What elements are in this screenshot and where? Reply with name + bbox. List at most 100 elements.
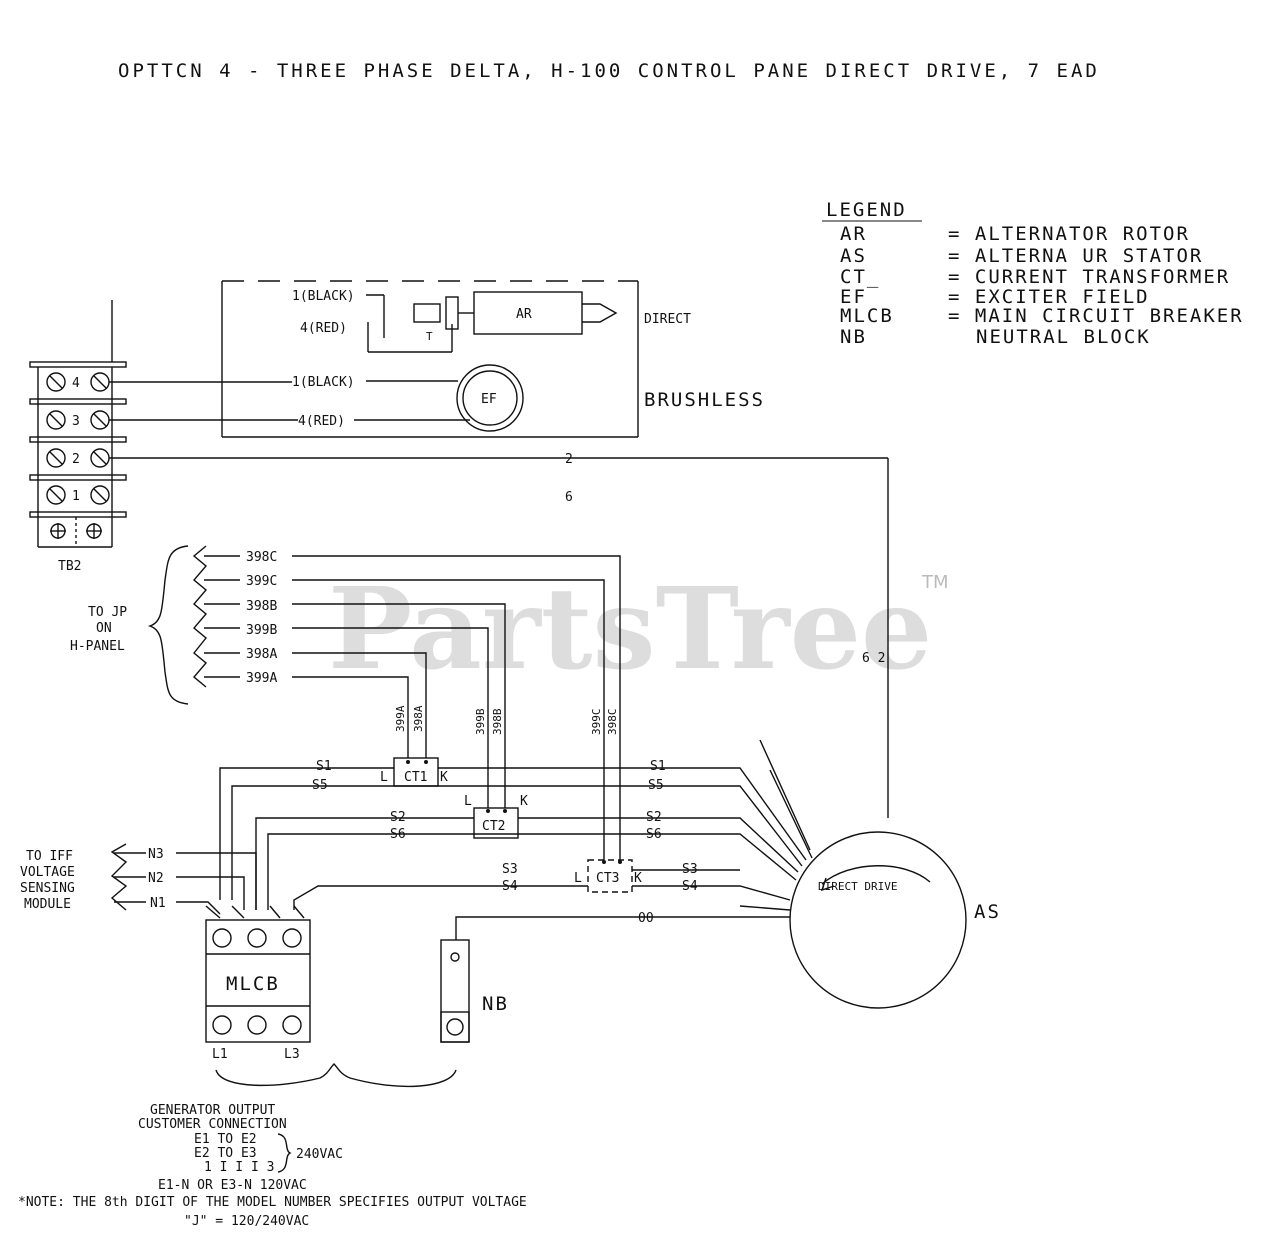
- ct-wire-label: 399C: [590, 709, 603, 736]
- ct-name: CT1: [404, 770, 427, 785]
- wire-label: 6: [565, 490, 573, 505]
- legend-desc: = ALTERNATOR ROTOR: [948, 223, 1190, 245]
- main-circuit-breaker: MLCB L1 L3: [205, 905, 311, 1062]
- legend-desc: = EXCITER FIELD: [948, 286, 1150, 308]
- legend-code: CT_: [840, 266, 880, 288]
- mlcb-label: MLCB: [226, 973, 280, 995]
- t-label: T: [426, 330, 433, 343]
- legend-code: AS: [840, 245, 867, 267]
- note-line: CUSTOMER CONNECTION: [138, 1117, 287, 1132]
- sensing-wire-label: N1: [150, 896, 166, 911]
- legend: LEGEND AR = ALTERNATOR ROTOR AS = ALTERN…: [822, 199, 1244, 348]
- legend-heading: LEGEND: [826, 199, 907, 221]
- mlcb-terminal-label: L3: [284, 1047, 300, 1062]
- legend-code: EF: [840, 286, 867, 308]
- current-transformer-ct3: CT3 L K: [574, 859, 642, 893]
- model-number-note: *NOTE: THE 8th DIGIT OF THE MODEL NUMBER…: [18, 1195, 527, 1210]
- hpanel-label: ON: [96, 621, 112, 636]
- mlcb-terminal-label: L1: [212, 1047, 228, 1062]
- stator-wire-label: S1: [650, 759, 666, 774]
- sensing-label: SENSING: [20, 881, 75, 896]
- legend-code: NB: [840, 326, 867, 348]
- terminal-number: 2: [72, 452, 80, 467]
- hpanel-wire-label: 399C: [246, 574, 277, 589]
- hpanel-wire-label: 399B: [246, 623, 277, 638]
- ef-label: EF: [481, 392, 497, 407]
- ct-name: CT2: [482, 819, 505, 834]
- sensing-label: MODULE: [24, 897, 71, 912]
- alternator-rotor: [473, 291, 583, 335]
- tb2-label: TB2: [58, 559, 81, 574]
- stator-label: AS: [974, 901, 1001, 923]
- ct-k-label: K: [440, 770, 448, 785]
- direct-label: DIRECT: [644, 312, 691, 327]
- current-transformer-ct2: CT2 L K: [464, 794, 528, 839]
- voltage-240-label: 240VAC: [296, 1147, 343, 1162]
- ct-wire-label: 398A: [412, 705, 425, 732]
- note-line: E1 TO E2: [194, 1132, 257, 1147]
- ct-l-label: L: [574, 871, 582, 886]
- nb-label: NB: [482, 993, 509, 1015]
- note-line: E1-N OR E3-N 120VAC: [158, 1178, 307, 1193]
- exciter-assembly: 1(BLACK) 4(RED) T AR DIRECT EF 1(BLACK) …: [221, 280, 765, 438]
- terminal-board-tb2: 4 3 2 1 TB2: [29, 300, 127, 574]
- wire-label: 1(BLACK): [292, 375, 355, 390]
- rotor-label: AR: [516, 307, 532, 322]
- hpanel-label: TO JP: [88, 605, 127, 620]
- watermark-trademark: TM: [921, 572, 949, 593]
- legend-desc: = MAIN CIRCUIT BREAKER: [948, 305, 1244, 327]
- ct-name: CT3: [596, 871, 619, 886]
- stator-wire-label: S3: [502, 862, 518, 877]
- current-transformer-ct1: CT1 L K: [380, 757, 448, 787]
- output-notes: GENERATOR OUTPUT CUSTOMER CONNECTION E1 …: [18, 1103, 527, 1229]
- watermark: PartsTree: [328, 564, 932, 695]
- sensing-wire-label: N3: [148, 847, 164, 862]
- ct-wire-label: 398C: [606, 709, 619, 736]
- note-line: E2 TO E3: [194, 1146, 257, 1161]
- sensing-label: VOLTAGE: [20, 865, 75, 880]
- model-number-note-value: "J" = 120/240VAC: [184, 1214, 309, 1229]
- ct-l-label: L: [464, 794, 472, 809]
- ct-k-label: K: [520, 794, 528, 809]
- hpanel-label: H-PANEL: [70, 639, 125, 654]
- wire-label: 2: [565, 452, 573, 467]
- neutral-block: NB: [440, 939, 509, 1043]
- voltage-sensing-connector: TO IFF VOLTAGE SENSING MODULE N3 N2 N1: [20, 843, 257, 915]
- legend-desc: NEUTRAL BLOCK: [976, 326, 1151, 348]
- stator-inner-label: DIRECT DRIVE: [818, 880, 897, 893]
- note-line: 1 I I I 3: [204, 1160, 274, 1175]
- alternator-stator: DIRECT DRIVE AS: [789, 831, 1001, 1009]
- output-brace: [215, 1063, 457, 1088]
- legend-desc: = ALTERNA UR STATOR: [948, 245, 1203, 267]
- terminal-number: 4: [72, 376, 80, 391]
- ct-k-label: K: [634, 871, 642, 886]
- hpanel-wire-label: 398A: [246, 647, 277, 662]
- wire-label: 6 2: [862, 651, 885, 666]
- diagram-title: OPTTCN 4 - THREE PHASE DELTA, H-100 CONT…: [118, 60, 1100, 82]
- ct-wire-label: 399B: [474, 708, 487, 735]
- legend-code: MLCB: [840, 305, 894, 327]
- hpanel-wire-label: 398C: [246, 550, 277, 565]
- legend-desc: = CURRENT TRANSFORMER: [948, 266, 1230, 288]
- hpanel-wire-label: 398B: [246, 599, 277, 614]
- wire-label: 00: [638, 911, 654, 926]
- wire-label: 1(BLACK): [292, 289, 355, 304]
- terminal-number: 3: [72, 414, 80, 429]
- hpanel-wire-label: 399A: [246, 671, 277, 686]
- legend-code: AR: [840, 223, 867, 245]
- sensing-wire-label: N2: [148, 871, 164, 886]
- terminal-number: 1: [72, 489, 80, 504]
- exciter-field: [456, 364, 524, 432]
- h-panel-connector: TO JP ON H-PANEL 398C 399C 398B 399B 398…: [70, 545, 277, 705]
- ct-wire-label: 398B: [491, 708, 504, 735]
- note-line: GENERATOR OUTPUT: [150, 1103, 275, 1118]
- ct-wire-label: 399A: [394, 705, 407, 732]
- brush-holder: [413, 303, 441, 323]
- sensing-label: TO IFF: [26, 849, 73, 864]
- brushless-label: BRUSHLESS: [644, 389, 765, 411]
- wire-label: 4(RED): [300, 321, 347, 336]
- stator-wire-label: S1: [316, 759, 332, 774]
- ct-l-label: L: [380, 770, 388, 785]
- wire-label: 4(RED): [298, 414, 345, 429]
